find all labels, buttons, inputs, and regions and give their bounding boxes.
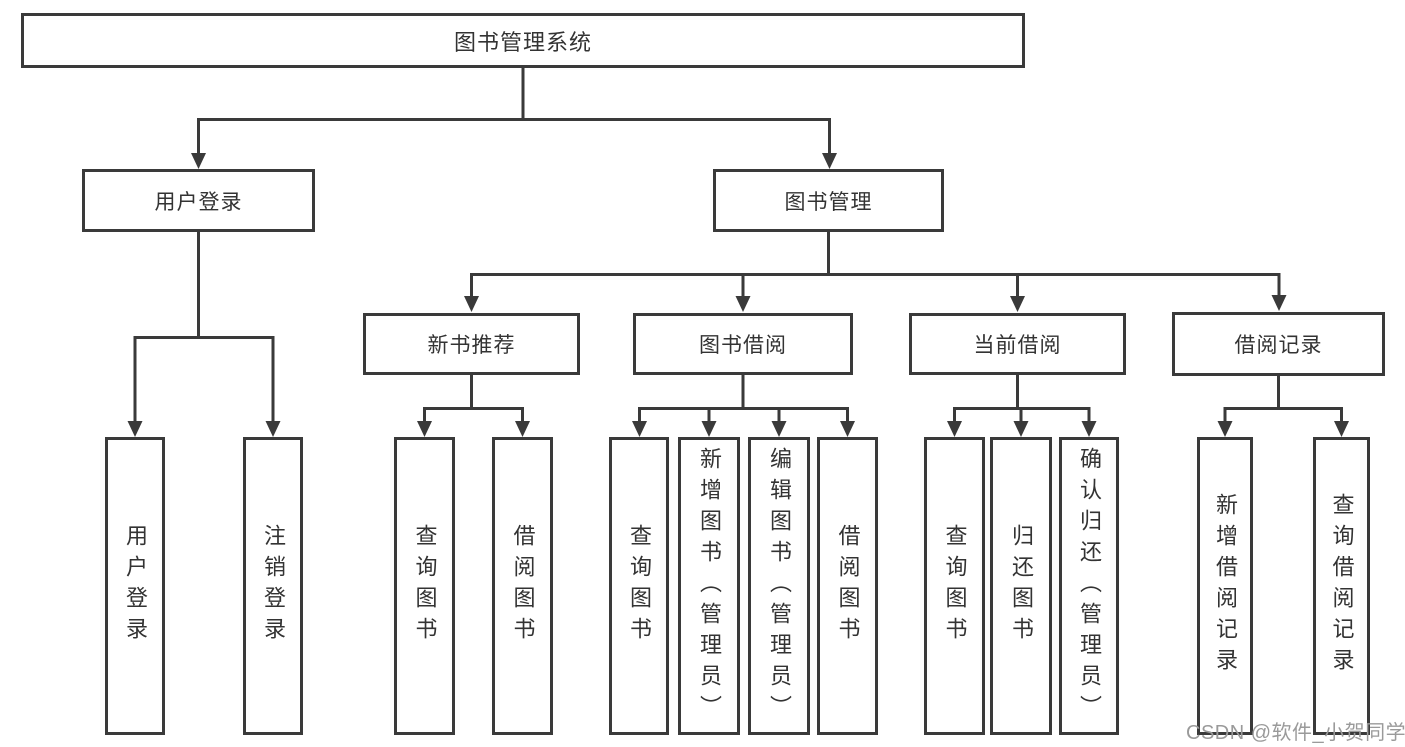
node-library-management-system: 图书管理系统 [21, 13, 1025, 68]
node-new-book-recommend: 新书推荐 [363, 313, 580, 375]
leaf-add-borrow-record: 新增借阅记录 [1197, 437, 1253, 735]
node-book-borrow: 图书借阅 [633, 313, 853, 375]
node-book-management: 图书管理 [713, 169, 944, 232]
leaf-confirm-return-admin: 确认归还（管理员） [1059, 437, 1119, 735]
leaf-return-books: 归还图书 [990, 437, 1052, 735]
leaf-edit-book-admin: 编辑图书（管理员） [748, 437, 810, 735]
node-user-login: 用户登录 [82, 169, 315, 232]
leaf-query-books-recommend: 查询图书 [394, 437, 455, 735]
node-current-borrow: 当前借阅 [909, 313, 1126, 375]
leaf-query-borrow-record: 查询借阅记录 [1313, 437, 1370, 735]
leaf-user-login: 用户登录 [105, 437, 165, 735]
leaf-add-book-admin: 新增图书（管理员） [678, 437, 740, 735]
leaf-borrow-books-recommend: 借阅图书 [492, 437, 553, 735]
node-borrow-records: 借阅记录 [1172, 312, 1385, 376]
leaf-borrow-books: 借阅图书 [817, 437, 878, 735]
leaf-query-books-borrow: 查询图书 [609, 437, 669, 735]
leaf-query-books-current: 查询图书 [924, 437, 985, 735]
leaf-logout: 注销登录 [243, 437, 303, 735]
csdn-watermark: CSDN @软件_小贺同学 [1186, 722, 1405, 744]
